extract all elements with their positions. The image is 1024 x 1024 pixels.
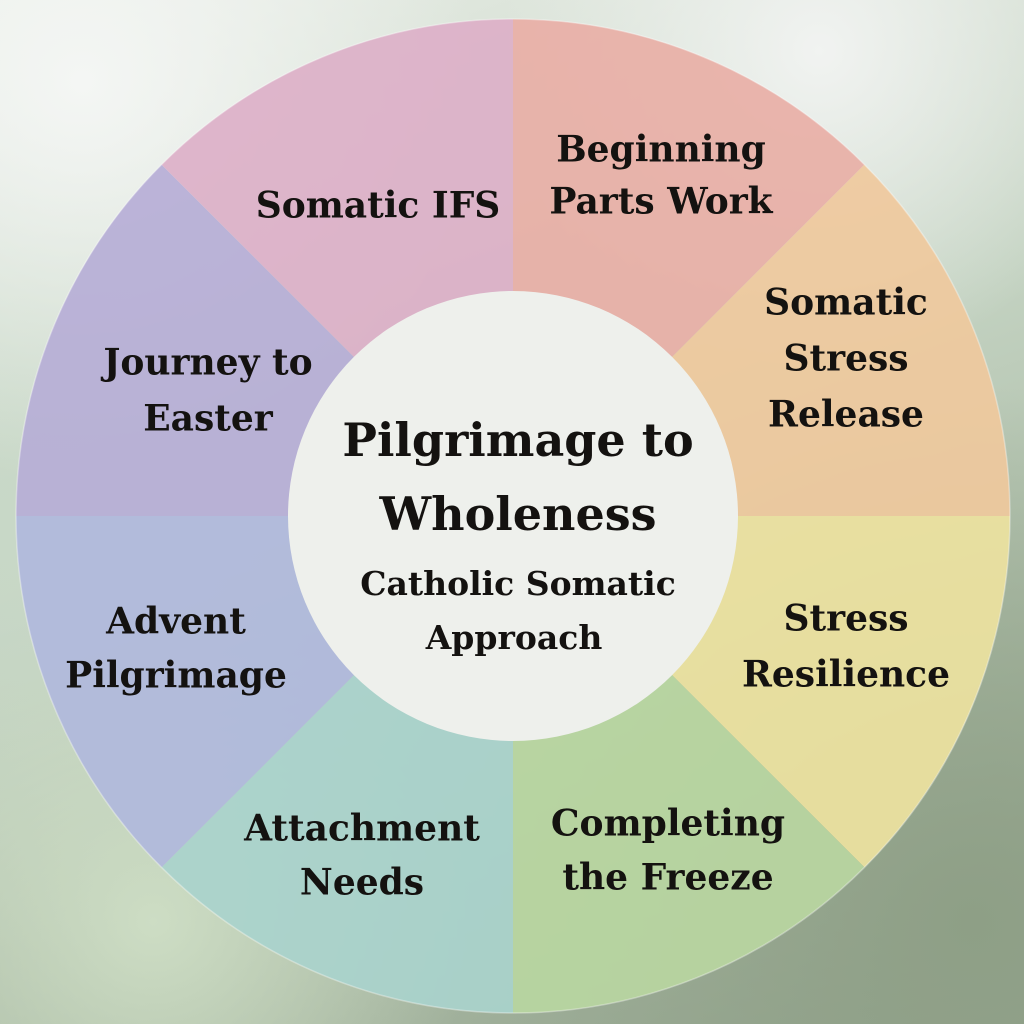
segment-label-line: Journey to [100,342,312,384]
segment-label-line: Easter [143,398,274,440]
center-hub-text: Pilgrimage to Wholeness Catholic Somatic… [342,413,693,657]
segment-label-journey-to-easter: Journey to Easter [100,342,312,440]
segment-label-line: Beginning [556,129,766,171]
segment-label-line: Resilience [742,654,950,696]
segment-label-line: the Freeze [562,857,773,899]
center-hub [288,291,738,741]
hub-subtitle-line-1: Catholic Somatic [360,564,676,603]
segment-label-somatic-ifs: Somatic IFS [256,185,501,227]
segment-label-completing-the-freeze: Completing the Freeze [551,803,785,899]
segment-label-line: Needs [300,862,424,904]
segment-label-line: Stress [783,598,908,640]
segment-label-line: Completing [551,803,785,845]
hub-title-line-1: Pilgrimage to [342,413,693,467]
segment-label-line: Release [768,394,924,436]
segment-label-line: Pilgrimage [65,655,287,697]
wheel-rim [15,18,1011,1014]
segment-label-line: Attachment [243,808,480,850]
segment-label-line: Somatic [764,282,928,324]
segment-label-line: Somatic IFS [256,185,501,227]
segment-label-line: Advent [105,601,246,643]
hub-title-line-2: Wholeness [378,487,656,541]
segment-label-line: Stress [783,338,908,380]
segment-label-line: Parts Work [549,181,773,223]
hub-subtitle-line-2: Approach [425,618,603,657]
